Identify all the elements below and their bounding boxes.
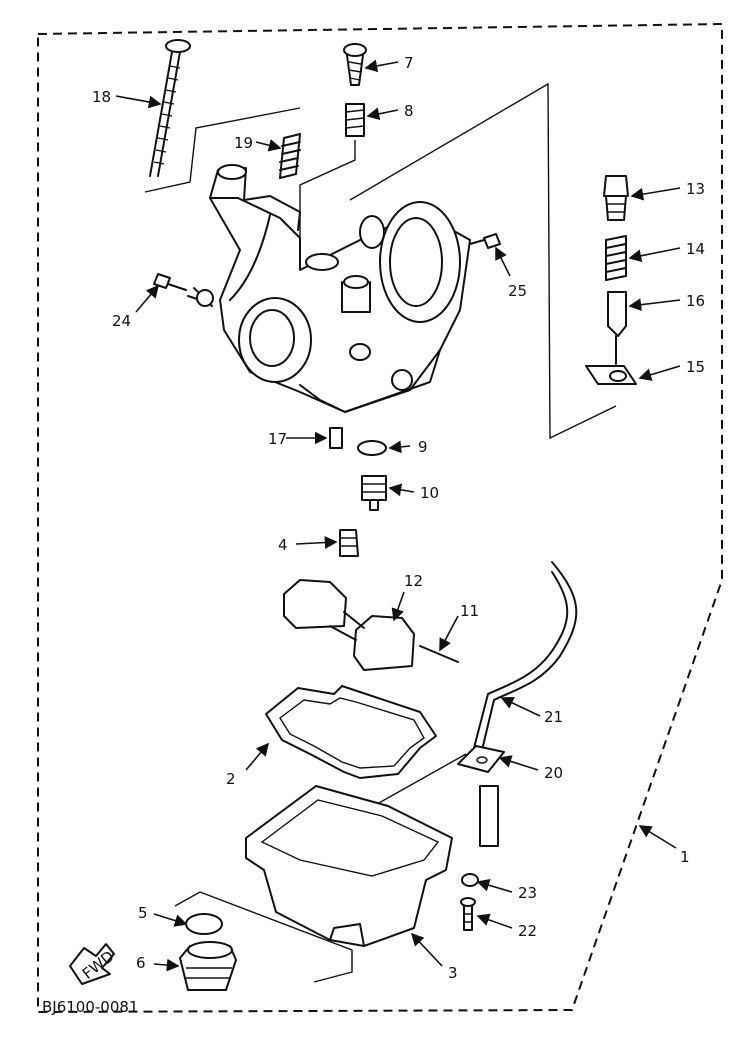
screw-7-part [343, 43, 367, 86]
callout-11: 11 [460, 602, 479, 620]
callout-25: 25 [508, 282, 527, 300]
gasket-2-part [265, 685, 437, 779]
bracket-gasket-tube [369, 753, 467, 809]
bracket-5-6 [174, 891, 353, 983]
callout-24: 24 [112, 312, 131, 330]
spring-14-part [605, 235, 627, 281]
diagram-code: BJ6100-0081 [42, 998, 138, 1016]
callout-15: 15 [686, 358, 705, 376]
carburetor-body-part [187, 164, 471, 413]
spring-19-part [279, 133, 301, 179]
screw-18-part [149, 39, 191, 177]
needle-seat-10-part [361, 475, 387, 511]
callout-9: 9 [418, 438, 428, 456]
assembly-boundary [37, 22, 723, 1014]
jet-4-part [339, 529, 359, 557]
o-ring-5-part [185, 913, 223, 935]
adjuster-13-part [603, 175, 629, 221]
valve-16-part [607, 291, 627, 365]
callout-3: 3 [448, 964, 458, 982]
callout-19: 19 [234, 134, 253, 152]
screw-22-part [460, 897, 476, 931]
callout-8: 8 [404, 102, 414, 120]
callout-1: 1 [680, 848, 690, 866]
plate-15-part [585, 365, 637, 385]
callout-21: 21 [544, 708, 563, 726]
bracket-19 [144, 107, 301, 193]
callout-16: 16 [686, 292, 705, 310]
bracket-13-16 [349, 82, 617, 440]
callout-12: 12 [404, 572, 423, 590]
callout-4: 4 [278, 536, 288, 554]
callout-14: 14 [686, 240, 705, 258]
screw-24-part [153, 273, 187, 291]
callout-18: 18 [92, 88, 111, 106]
fwd-arrow-icon: FWD [69, 943, 118, 985]
hose-21-part [473, 561, 578, 751]
callout-5: 5 [138, 904, 148, 922]
callout-labels: 1 2 3 4 5 6 7 8 9 10 11 12 13 14 15 16 1… [92, 54, 705, 982]
float-12-part [283, 579, 415, 671]
washer-23-part [461, 873, 479, 887]
bracket-8-main [299, 140, 356, 260]
callout-23: 23 [518, 884, 537, 902]
tube-part [479, 785, 499, 847]
screw-25-part [469, 233, 501, 249]
callout-10: 10 [420, 484, 439, 502]
callout-20: 20 [544, 764, 563, 782]
spring-8-part [345, 103, 365, 137]
callout-6: 6 [136, 954, 146, 972]
callout-13: 13 [686, 180, 705, 198]
o-ring-9-part [357, 440, 387, 456]
callout-7: 7 [404, 54, 414, 72]
float-bowl-3-part [245, 785, 453, 947]
pin-11-part [419, 645, 459, 663]
callout-17: 17 [268, 430, 287, 448]
pin-17-part [329, 427, 343, 449]
plate-20-part [457, 745, 505, 773]
callout-22: 22 [518, 922, 537, 940]
drain-plug-6-part [179, 941, 237, 991]
leader-lines [115, 59, 681, 972]
callout-2: 2 [226, 770, 236, 788]
